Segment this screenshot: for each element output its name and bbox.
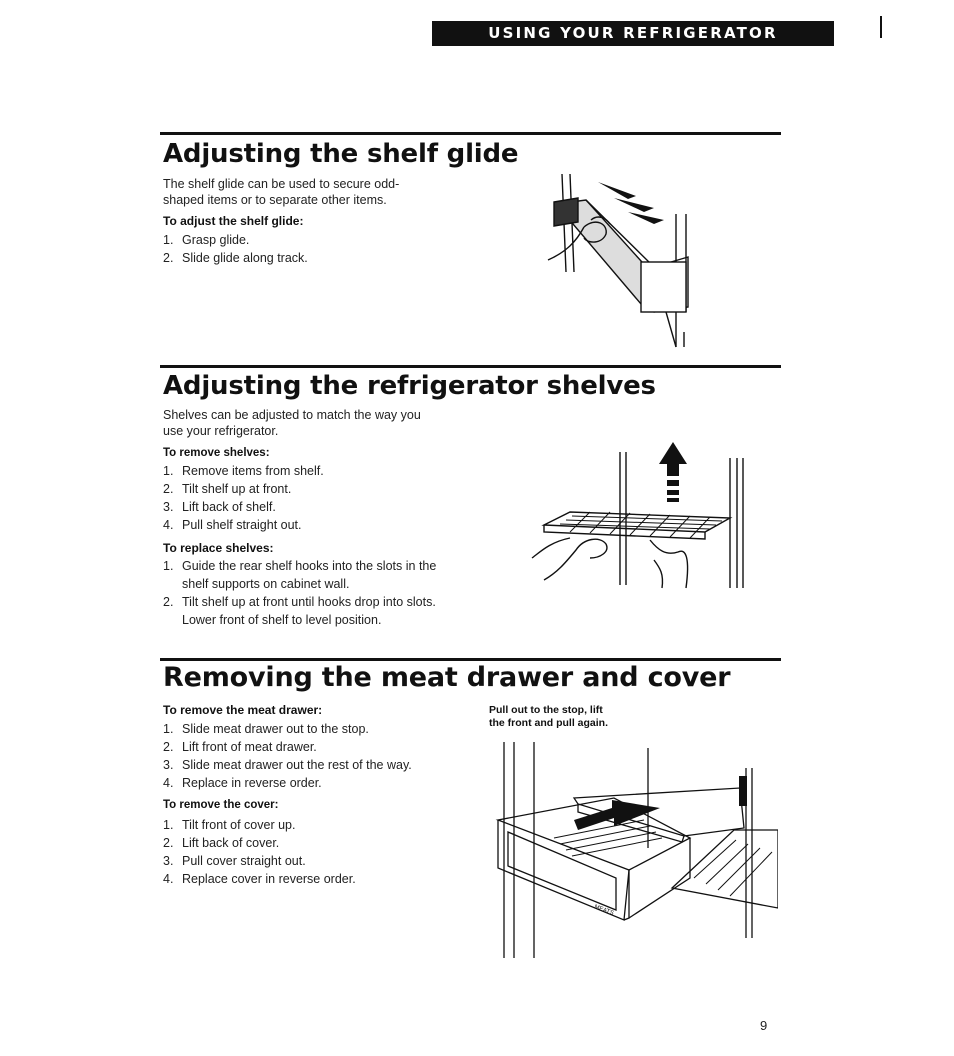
step-item: 1. Grasp glide. [163,231,308,249]
section-title-meat-drawer: Removing the meat drawer and cover [163,662,731,693]
step-item: 3. Lift back of shelf. [163,498,324,516]
step-item: 3. Slide meat drawer out the rest of the … [163,756,412,774]
section-title-shelves: Adjusting the refrigerator shelves [163,371,656,401]
step-item: 1. Slide meat drawer out to the stop. [163,720,412,738]
step-number: 2. [163,251,174,265]
step-number: 2. [163,836,174,850]
intro-line: Shelves can be adjusted to match the way… [163,408,421,422]
step-number: 2. [163,482,174,496]
step-item: 4. Pull shelf straight out. [163,516,324,534]
step-item: 2. Slide glide along track. [163,249,308,267]
remove-drawer-subhead: To remove the meat drawer: [163,703,323,717]
step-number: 3. [163,758,174,772]
replace-shelves-subhead: To replace shelves: [163,541,274,555]
section-rule [160,365,781,368]
step-text: Replace cover in reverse order. [182,872,356,886]
shelf-removal-illustration [531,442,744,589]
remove-drawer-steps: 1. Slide meat drawer out to the stop. 2. L… [163,720,412,792]
step-text: Lift back of shelf. [182,500,276,514]
step-number: 1. [163,722,174,736]
step-number: 3. [163,500,174,514]
caption-line: Pull out to the stop, lift [489,704,603,716]
step-item: 1. Guide the rear shelf hooks into the sl… [163,557,436,593]
step-text: Slide meat drawer out to the stop. [182,722,369,736]
step-number: 1. [163,464,174,478]
remove-shelves-subhead: To remove shelves: [163,447,270,459]
step-number: 2. [163,595,174,609]
intro-line: use your refrigerator. [163,424,279,438]
step-text: Guide the rear shelf hooks into the slot… [182,559,437,573]
shelves-intro: Shelves can be adjusted to match the way… [163,407,421,439]
page-number: 9 [760,1018,768,1033]
shelf-glide-illustration [547,173,689,348]
shelf-glide-subhead: To adjust the shelf glide: [163,214,304,228]
step-text: Replace in reverse order. [182,776,322,790]
step-number: 1. [163,818,174,832]
step-text: Tilt shelf up at front. [182,482,292,496]
remove-cover-steps: 1. Tilt front of cover up. 2. Lift back of… [163,816,356,888]
remove-shelves-steps: 1. Remove items from shelf. 2. Tilt shelf … [163,462,324,534]
step-item: 4. Replace cover in reverse order. [163,870,356,888]
step-text: Slide meat drawer out the rest of the wa… [182,758,412,772]
shelf-glide-intro: The shelf glide can be used to secure od… [163,176,399,208]
step-number: 4. [163,776,174,790]
section-rule [160,658,781,661]
step-item: 3. Pull cover straight out. [163,852,356,870]
step-item: 2. Tilt shelf up at front until hooks dro… [163,593,436,629]
section-header-banner: USING YOUR REFRIGERATOR [432,21,834,46]
step-item: 2. Lift back of cover. [163,834,356,852]
section-title-shelf-glide: Adjusting the shelf glide [163,139,519,169]
drawer-figure-caption: Pull out to the stop, lift the front and… [489,704,649,730]
step-item: 1. Tilt front of cover up. [163,816,356,834]
intro-line: The shelf glide can be used to secure od… [163,177,400,191]
step-text: Tilt shelf up at front until hooks drop … [182,595,436,609]
step-text: Pull shelf straight out. [182,518,302,532]
meat-drawer-illustration: MEATS [495,742,778,958]
step-number: 4. [163,518,174,532]
step-number: 1. [163,559,174,573]
step-text: Tilt front of cover up. [182,818,296,832]
replace-shelves-steps: 1. Guide the rear shelf hooks into the sl… [163,557,436,629]
shelf-glide-steps: 1. Grasp glide. 2. Slide glide along track… [163,231,308,267]
step-text-continued: Lower front of shelf to level position. [182,613,382,627]
remove-cover-subhead: To remove the cover: [163,799,279,811]
step-number: 3. [163,854,174,868]
step-item: 1. Remove items from shelf. [163,462,324,480]
step-text: Slide glide along track. [182,251,308,265]
intro-line: shaped items or to separate other items. [163,193,387,207]
page-edge-mark [880,16,882,38]
section-rule [160,132,781,135]
step-text: Lift back of cover. [182,836,280,850]
drawer-label: MEATS [593,904,614,917]
step-item: 2. Lift front of meat drawer. [163,738,412,756]
step-text: Grasp glide. [182,233,250,247]
step-text: Pull cover straight out. [182,854,306,868]
step-number: 2. [163,740,174,754]
step-text: Remove items from shelf. [182,464,324,478]
step-item: 2. Tilt shelf up at front. [163,480,324,498]
step-text-continued: shelf supports on cabinet wall. [182,577,350,591]
caption-line: the front and pull again. [489,717,608,729]
step-number: 1. [163,233,174,247]
step-text: Lift front of meat drawer. [182,740,317,754]
step-number: 4. [163,872,174,886]
step-item: 4. Replace in reverse order. [163,774,412,792]
